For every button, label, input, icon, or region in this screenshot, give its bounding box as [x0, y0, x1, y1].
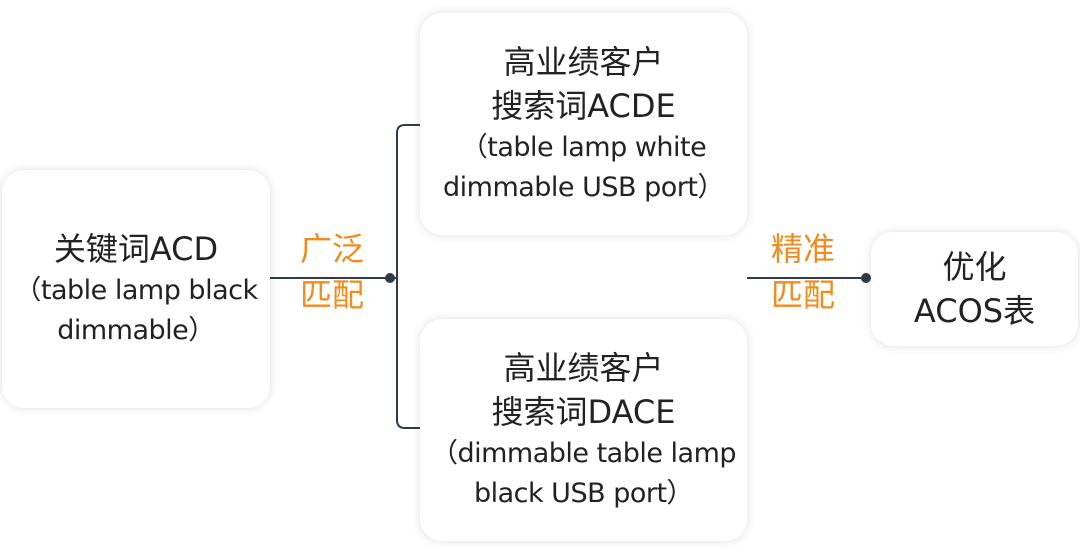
optimize-acos-box: 优化 ACOS表	[871, 232, 1078, 346]
top-box-line-4: dimmable USB port）	[443, 172, 724, 203]
acos-box-line-2: ACOS表	[913, 292, 1036, 330]
bottom-box-line-1: 高业绩客户	[503, 349, 664, 387]
broad-match-label: 广泛 匹配	[292, 226, 372, 318]
keyword-line-2: （table lamp black	[14, 275, 258, 306]
bottom-box-line-3: （dimmable table lamp	[430, 438, 737, 469]
acos-box-line-1: 优化	[942, 248, 1007, 286]
top-box-line-3: （table lamp white	[460, 132, 707, 163]
broad-match-line-1: 广泛	[299, 230, 364, 268]
bottom-box-line-4: black USB port）	[473, 478, 694, 509]
bottom-search-term-box: 高业绩客户 搜索词DACE （dimmable table lamp black…	[420, 319, 747, 541]
broad-match-line-2: 匹配	[299, 276, 364, 314]
exact-match-line-1: 精准	[770, 230, 835, 268]
connector-bracket	[396, 124, 420, 429]
top-search-term-box: 高业绩客户 搜索词ACDE （table lamp white dimmable…	[420, 13, 747, 235]
connector-dot-right	[861, 273, 871, 283]
top-box-line-1: 高业绩客户	[503, 43, 664, 81]
keyword-title: 关键词ACD	[53, 230, 219, 268]
top-box-line-2: 搜索词ACDE	[491, 87, 676, 125]
bottom-box-line-2: 搜索词DACE	[491, 393, 676, 431]
keyword-line-3: dimmable）	[57, 315, 215, 346]
exact-match-label: 精准 匹配	[763, 226, 843, 318]
keyword-box: 关键词ACD （table lamp black dimmable）	[2, 170, 270, 408]
exact-match-line-2: 匹配	[770, 276, 835, 314]
